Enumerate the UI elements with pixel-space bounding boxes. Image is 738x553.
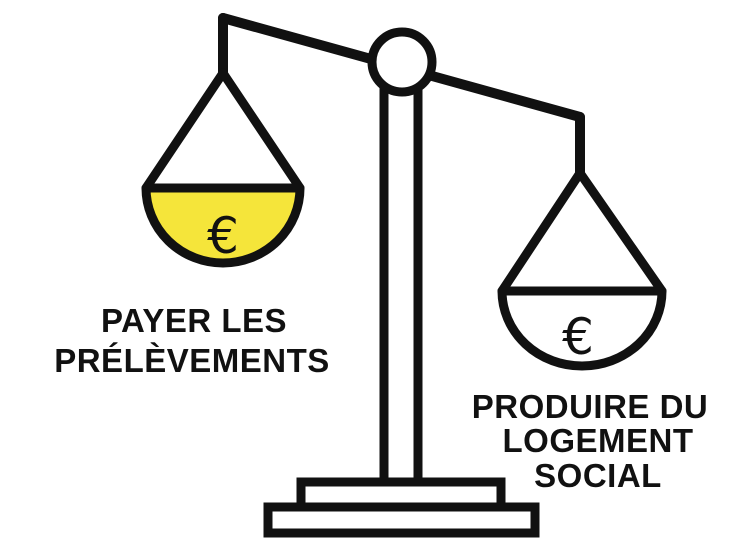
right-pan: € [497, 168, 667, 371]
right-euro-icon: € [562, 308, 594, 366]
right-label-line-1: PRODUIRE DU [472, 388, 709, 425]
left-label-line-2: PRÉLÈVEMENTS [54, 342, 330, 379]
left-pan: € [141, 68, 305, 268]
scale-pivot [367, 27, 437, 97]
scale-post [379, 80, 423, 487]
right-label-line-3: SOCIAL [534, 457, 662, 494]
left-euro-icon: € [207, 207, 239, 265]
left-label-line-1: PAYER LES [101, 302, 287, 339]
right-label-line-2: LOGEMENT [503, 422, 694, 459]
